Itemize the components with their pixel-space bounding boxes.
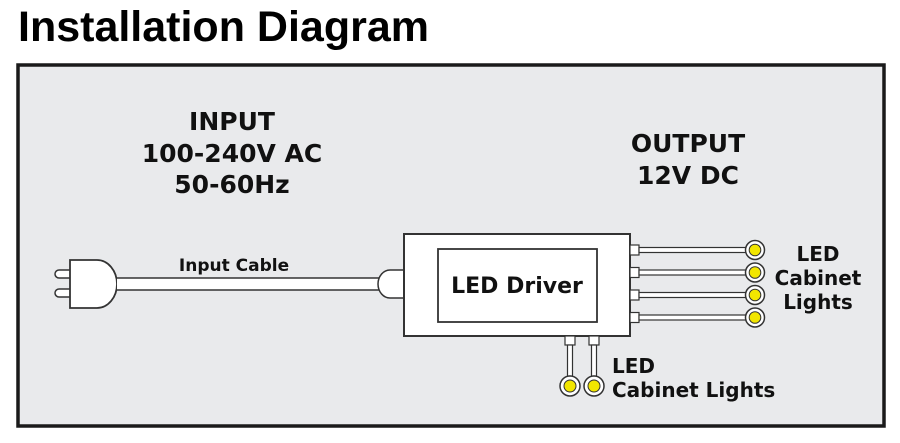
connector — [629, 266, 640, 279]
light-bulb-icon — [748, 243, 762, 257]
input-cable-label: Input Cable — [179, 256, 289, 276]
output-heading: OUTPUT — [631, 129, 745, 158]
connector — [629, 289, 640, 301]
bottom-lights-label-line2: Cabinet Lights — [612, 378, 775, 402]
wire — [566, 344, 574, 377]
output-voltage: 12V DC — [637, 161, 739, 190]
led-light-right — [629, 262, 766, 283]
input-heading: INPUT — [189, 107, 275, 136]
led-light-right — [629, 307, 766, 328]
wire — [638, 246, 748, 254]
right-lights-label-line1: LED — [796, 242, 839, 266]
led-driver: LED Driver — [403, 233, 631, 337]
led-light-right — [629, 239, 766, 261]
connector — [588, 335, 600, 346]
right-lights-label-line3: Lights — [783, 290, 853, 314]
led-light-bottom — [559, 335, 581, 397]
diagram-title: Installation Diagram — [18, 3, 429, 51]
right-lights-label-line2: Cabinet — [775, 266, 862, 290]
wire — [638, 291, 748, 299]
input-cable — [117, 269, 405, 299]
connector — [564, 335, 576, 346]
light-bulb-icon — [748, 266, 762, 279]
wire — [590, 344, 598, 377]
led-driver-label: LED Driver — [451, 274, 583, 299]
wire — [638, 269, 748, 276]
connector — [629, 244, 640, 256]
light-bulb-icon — [587, 379, 601, 393]
bottom-lights-label-line1: LED — [612, 354, 655, 378]
right-output-lights — [629, 239, 766, 328]
input-voltage: 100-240V AC — [142, 139, 323, 168]
light-bulb-icon — [563, 379, 577, 393]
bottom-output-lights — [559, 335, 605, 397]
connector — [629, 311, 640, 324]
light-bulb-icon — [748, 311, 762, 324]
input-frequency: 50-60Hz — [174, 170, 289, 199]
led-light-bottom — [583, 335, 605, 397]
light-bulb-icon — [748, 288, 762, 302]
plug-icon — [54, 259, 118, 309]
wire — [638, 314, 748, 321]
led-light-right — [629, 284, 766, 306]
